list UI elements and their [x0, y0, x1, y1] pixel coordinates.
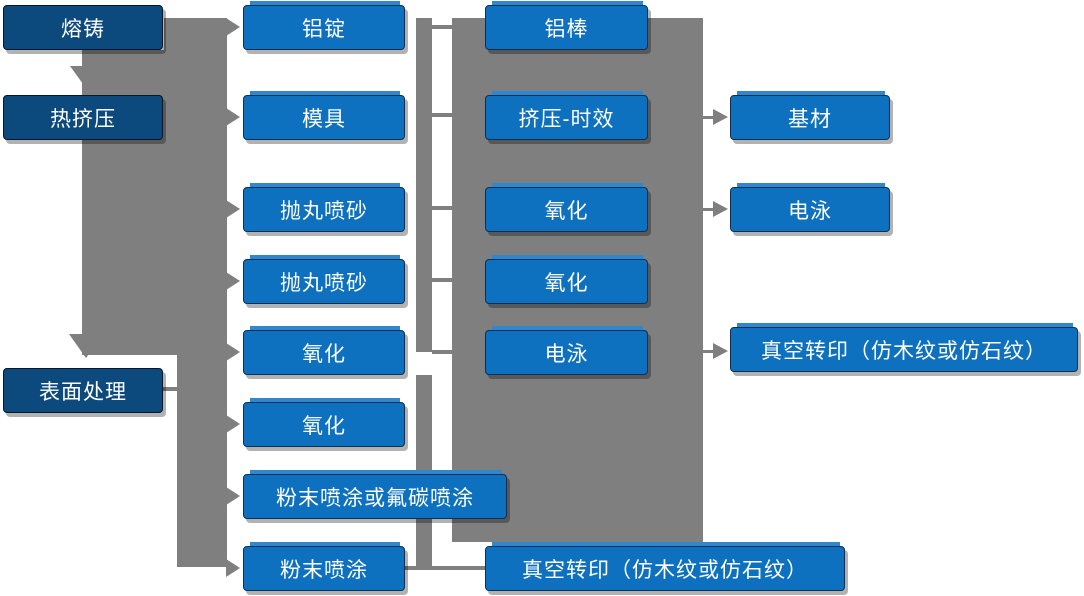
connector-stub-electrophoresis-b — [703, 208, 714, 211]
node-base-material: 基材 — [730, 91, 890, 140]
node-electrophoresis-a: 电泳 — [485, 326, 648, 375]
node-electrophoresis-b: 电泳 — [730, 183, 890, 232]
node-powder-or-fluorocarbon-coating: 粉末喷涂或氟碳喷涂 — [243, 470, 507, 519]
arrow-to-vacuum-transfer-right — [713, 343, 728, 359]
node-vacuum-transfer-right: 真空转印（仿木纹或仿石纹） — [730, 323, 1078, 372]
arrow-to-mold — [226, 108, 240, 126]
node-melting-casting: 熔铸 — [3, 5, 163, 50]
node-vacuum-transfer-bottom: 真空转印（仿木纹或仿石纹） — [485, 542, 845, 591]
arrow-to-aluminum-ingot — [226, 18, 240, 36]
node-shot-blasting-2: 抛丸喷砂 — [243, 255, 405, 304]
arrow-to-base-material — [713, 109, 728, 125]
connector-stub-extrusion-aging — [432, 113, 452, 117]
connector-stub-vacuum-transfer-bottom — [405, 566, 485, 570]
connector-left-top-arm — [164, 18, 227, 52]
node-aluminum-rod: 铝棒 — [485, 1, 648, 50]
node-oxidation-b1: 氧化 — [485, 183, 648, 232]
arrow-to-shot-blasting-2 — [226, 272, 240, 290]
arrow-down-to-surface-treatment — [69, 334, 103, 358]
arrow-to-oxidation-a2 — [226, 415, 240, 433]
node-oxidation-b2: 氧化 — [485, 255, 648, 304]
node-surface-treatment: 表面处理 — [3, 368, 163, 413]
connector-stub-rod — [432, 25, 452, 29]
node-mold: 模具 — [243, 91, 405, 140]
node-oxidation-a2: 氧化 — [243, 398, 405, 447]
arrow-to-powder-coating — [226, 559, 240, 577]
connector-left-lower-bar — [177, 355, 227, 567]
node-powder-coating: 粉末喷涂 — [243, 542, 405, 591]
connector-stub-base-material — [703, 116, 714, 119]
node-extrusion-aging: 挤压-时效 — [485, 91, 648, 140]
connector-mid-bar-upper — [416, 18, 432, 352]
connector-stub-electrophoresis — [432, 350, 452, 354]
node-hot-extrusion: 热挤压 — [3, 95, 163, 140]
arrow-to-powder-or-fluorocarbon — [226, 487, 240, 505]
node-aluminum-ingot: 铝锭 — [243, 1, 405, 50]
node-oxidation-a1: 氧化 — [243, 326, 405, 375]
arrow-down-to-hot-extrusion — [70, 66, 96, 84]
node-shot-blasting-1: 抛丸喷砂 — [243, 183, 405, 232]
arrow-to-electrophoresis-b — [713, 201, 728, 217]
arrow-to-shot-blasting-1 — [226, 200, 240, 218]
connector-stub-oxidation-b2 — [432, 278, 452, 282]
connector-surface-treatment-stub — [163, 387, 180, 391]
arrow-to-oxidation-a1 — [226, 343, 240, 361]
connector-stub-oxidation-b1 — [432, 206, 452, 210]
connector-stub-vacuum-transfer-right — [703, 350, 714, 353]
